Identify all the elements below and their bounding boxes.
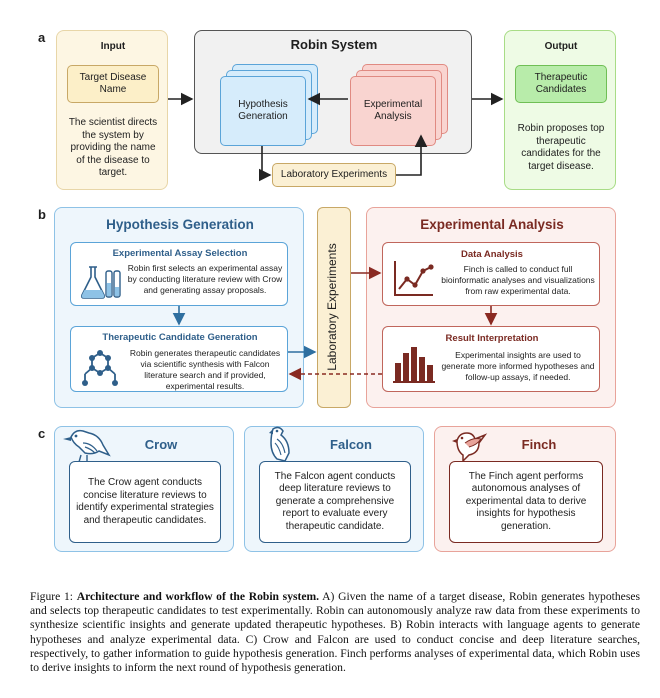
figure-caption: Figure 1: Architecture and workflow of t… [30,590,640,675]
falcon-description-box: The Falcon agent conducts deep literatur… [259,461,411,543]
laboratory-experiments-label: Laboratory Experiments [280,168,388,180]
molecule-icon [82,350,118,386]
finch-panel: Finch The Finch agent performs autonomou… [434,426,616,552]
falcon-title: Falcon [330,437,372,452]
data-analysis-text: Finch is called to conduct full bioinfor… [441,264,595,296]
therapeutic-candidates-box: Therapeutic Candidates [515,65,607,103]
output-description: Robin proposes top therapeutic candidate… [517,123,605,172]
assay-selection-card: Experimental Assay Selection Robin first… [70,242,288,306]
therapeutic-candidates-label: Therapeutic Candidates [534,71,588,96]
hypothesis-generation-label: Hypothesis Generation [238,98,288,123]
crow-description: The Crow agent conducts concise literatu… [76,477,214,526]
panel-a-label: a [38,30,46,45]
finch-description: The Finch agent performs autonomous anal… [465,470,587,532]
caption-bold-title: Architecture and workflow of the Robin s… [76,590,320,603]
crow-icon [63,429,111,463]
output-panel: Output Therapeutic Candidates Robin prop… [504,30,616,190]
laboratory-experiments-box: Laboratory Experiments [272,163,396,187]
data-analysis-title: Data Analysis [461,249,523,260]
assay-selection-title: Experimental Assay Selection [112,248,248,259]
robin-system-title: Robin System [290,37,378,52]
finch-title: Finch [521,437,557,452]
panel-c-label: c [38,426,46,441]
caption-body: A) Given the name of a target disease, R… [30,590,641,675]
line-chart-icon [394,261,434,296]
input-panel: Input Target Disease Name The scientist … [56,30,168,190]
falcon-description: The Falcon agent conducts deep literatur… [274,470,396,532]
crow-panel: Crow The Crow agent conducts concise lit… [54,426,234,552]
hypothesis-generation-box: Hypothesis Generation [220,76,306,146]
experimental-analysis-title: Experimental Analysis [420,217,564,232]
laboratory-experiments-vertical-label: Laboratory Experiments [325,243,339,371]
target-disease-label: Target Disease Name [79,71,147,96]
experimental-analysis-box: Experimental Analysis [350,76,436,146]
result-interpretation-card: Result Interpretation Experimental insig… [382,326,600,392]
bar-chart-icon [393,347,435,383]
target-disease-box: Target Disease Name [67,65,159,103]
input-title: Input [100,41,126,52]
assay-selection-text: Robin first selects an experimental assa… [127,263,283,295]
candidate-generation-card: Therapeutic Candidate Generation Robin g… [70,326,288,392]
experimental-analysis-label: Experimental Analysis [363,98,423,123]
falcon-icon [269,426,290,462]
result-interpretation-text: Experimental insights are used to genera… [441,350,595,382]
input-description: The scientist directs the system by prov… [68,117,158,178]
hypothesis-generation-title: Hypothesis Generation [106,217,254,232]
result-interpretation-title: Result Interpretation [445,333,539,344]
crow-title: Crow [144,437,178,452]
finch-icon [452,432,488,463]
panel-b-label: b [38,207,46,222]
output-title: Output [544,41,578,52]
flask-icon [80,266,121,299]
laboratory-experiments-bar: Laboratory Experiments [317,207,351,408]
crow-description-box: The Crow agent conducts concise literatu… [69,461,221,543]
candidate-generation-text: Robin generates therapeutic candidates v… [129,348,281,391]
candidate-generation-title: Therapeutic Candidate Generation [102,332,258,343]
data-analysis-card: Data Analysis Finch is called to conduct… [382,242,600,306]
falcon-panel: Falcon The Falcon agent conducts deep li… [244,426,424,552]
caption-prefix: Figure 1: [30,590,77,603]
finch-description-box: The Finch agent performs autonomous anal… [449,461,603,543]
